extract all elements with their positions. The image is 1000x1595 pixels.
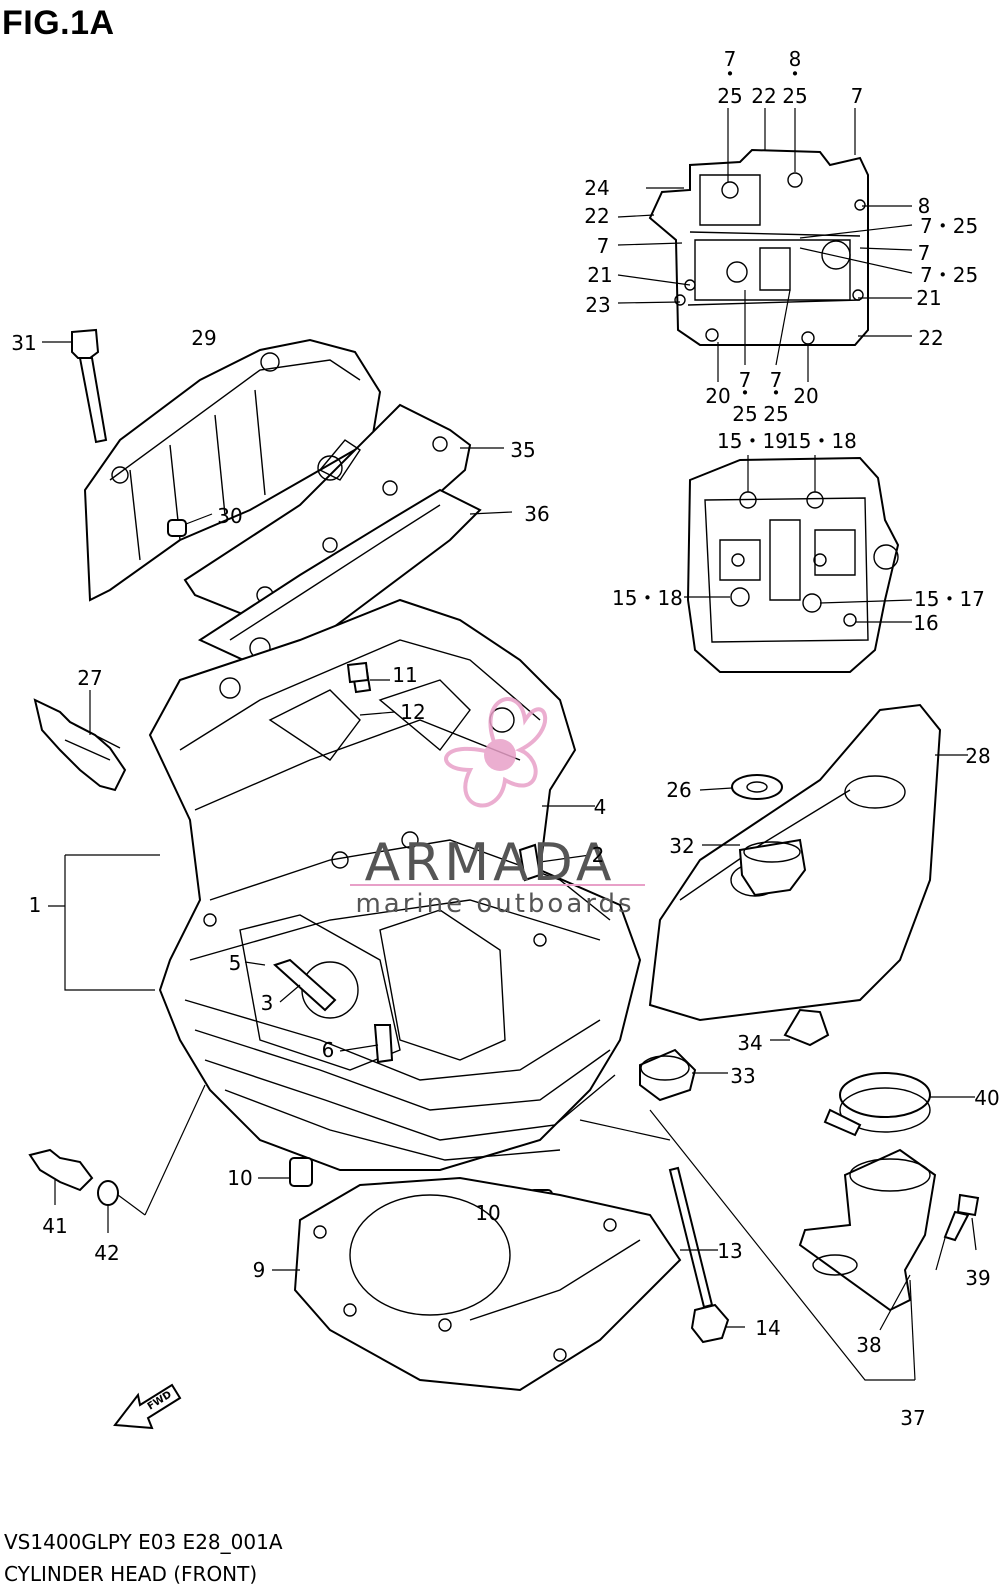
watermark-brand: ARMADA bbox=[365, 833, 616, 893]
head-cover-29 bbox=[83, 338, 382, 602]
callout-15-18-a: 15・18 bbox=[786, 429, 857, 453]
clamp-40 bbox=[823, 1072, 975, 1137]
bolt-39 bbox=[935, 1193, 980, 1271]
callout-7-d: 7 bbox=[597, 234, 610, 258]
callout-25-a: 25 bbox=[717, 84, 742, 108]
head-underside bbox=[686, 456, 900, 673]
callout-5: 5 bbox=[229, 951, 242, 975]
callout-dot-b: ・ bbox=[785, 62, 805, 86]
callout-25-d: 25 bbox=[763, 402, 788, 426]
callout-8-a: 8 bbox=[789, 47, 802, 71]
callout-38: 38 bbox=[856, 1333, 881, 1357]
callout-33: 33 bbox=[730, 1064, 755, 1088]
callout-7-e: 7 bbox=[739, 368, 752, 392]
callout-32: 32 bbox=[669, 834, 694, 858]
callout-11: 11 bbox=[392, 663, 417, 687]
callout-23: 23 bbox=[585, 293, 610, 317]
callout-14: 14 bbox=[755, 1316, 780, 1340]
valve-cover-leaders bbox=[617, 108, 913, 382]
figure-title: FIG.1A bbox=[2, 4, 115, 42]
callout-dot-c: ・ bbox=[735, 381, 755, 405]
callout-29: 29 bbox=[191, 326, 216, 350]
callout-41: 41 bbox=[42, 1214, 67, 1238]
callout-42: 42 bbox=[94, 1241, 119, 1265]
watermark-tagline: marine outboards bbox=[355, 889, 634, 919]
side-cover-28 bbox=[648, 703, 968, 1022]
callout-12: 12 bbox=[400, 700, 425, 724]
callout-6: 6 bbox=[322, 1038, 335, 1062]
cap-34 bbox=[770, 1008, 830, 1047]
callout-13: 13 bbox=[717, 1239, 742, 1263]
callout-7-f: 7 bbox=[770, 368, 783, 392]
callout-7-25-a: 7・25 bbox=[920, 214, 978, 238]
callout-15-17: 15・17 bbox=[914, 587, 985, 611]
grommet-26 bbox=[699, 774, 783, 800]
grommet-32 bbox=[702, 838, 807, 897]
intake-pipe-38 bbox=[649, 1109, 937, 1381]
callout-21-b: 21 bbox=[916, 286, 941, 310]
bolt-31 bbox=[42, 328, 108, 444]
callout-40: 40 bbox=[974, 1086, 999, 1110]
callout-1: 1 bbox=[29, 893, 42, 917]
cam-cover-35 bbox=[183, 403, 504, 622]
callout-15-19: 15・19 bbox=[717, 429, 788, 453]
fwd-arrow-icon: FWD bbox=[113, 1383, 182, 1430]
callout-9: 9 bbox=[253, 1258, 266, 1282]
callout-3: 3 bbox=[261, 991, 274, 1015]
nut-14 bbox=[690, 1303, 745, 1344]
sensor-41 bbox=[28, 1148, 94, 1205]
callout-34: 34 bbox=[737, 1031, 762, 1055]
callout-7-a: 7 bbox=[724, 47, 737, 71]
callout-21-a: 21 bbox=[587, 263, 612, 287]
callout-16: 16 bbox=[913, 611, 938, 635]
callout-22-a: 22 bbox=[751, 84, 776, 108]
diagram-subtitle: CYLINDER HEAD (FRONT) bbox=[4, 1562, 258, 1586]
watermark-logo-icon bbox=[444, 697, 547, 808]
callout-26: 26 bbox=[666, 778, 691, 802]
bolt-11 bbox=[346, 661, 370, 684]
callout-22-c: 22 bbox=[918, 326, 943, 350]
callout-22-b: 22 bbox=[584, 204, 609, 228]
spark-plug-27 bbox=[33, 690, 127, 792]
callout-15-18-b: 15・18 bbox=[612, 586, 683, 610]
callout-7-25-b: 7・25 bbox=[920, 263, 978, 287]
callout-27: 27 bbox=[77, 666, 102, 690]
callout-25-b: 25 bbox=[782, 84, 807, 108]
head-underside-leaders bbox=[684, 455, 913, 623]
callout-dot-a: ・ bbox=[720, 62, 740, 86]
cylinder-head-leaders bbox=[48, 679, 595, 1052]
callout-2: 2 bbox=[592, 843, 605, 867]
callout-dot-d: ・ bbox=[766, 381, 786, 405]
diagram-code: VS1400GLPY E03 E28_001A bbox=[4, 1530, 283, 1554]
callout-20-b: 20 bbox=[793, 384, 818, 408]
callout-36: 36 bbox=[524, 502, 549, 526]
callout-30: 30 bbox=[217, 504, 242, 528]
callout-31: 31 bbox=[11, 331, 36, 355]
callout-25-c: 25 bbox=[732, 402, 757, 426]
callout-35: 35 bbox=[510, 438, 535, 462]
callout-7-c: 7 bbox=[918, 241, 931, 265]
callout-37: 37 bbox=[900, 1406, 925, 1430]
plug-33 bbox=[639, 1048, 728, 1102]
callout-8-b: 8 bbox=[918, 194, 931, 218]
callout-20-a: 20 bbox=[705, 384, 730, 408]
washer-42 bbox=[97, 1084, 206, 1233]
nut-30 bbox=[167, 513, 213, 537]
callout-10-b: 10 bbox=[475, 1201, 500, 1225]
valve-cover-top bbox=[648, 148, 869, 346]
callout-24: 24 bbox=[584, 176, 609, 200]
callout-28: 28 bbox=[965, 744, 990, 768]
callout-labels: 1 2 3 4 5 6 9 10 10 11 12 13 14 16 20 20… bbox=[11, 47, 999, 1430]
callout-7-b: 7 bbox=[851, 84, 864, 108]
gasket-9 bbox=[272, 1176, 682, 1392]
callout-10-a: 10 bbox=[227, 1166, 252, 1190]
callout-39: 39 bbox=[965, 1266, 990, 1290]
callout-4: 4 bbox=[594, 795, 607, 819]
